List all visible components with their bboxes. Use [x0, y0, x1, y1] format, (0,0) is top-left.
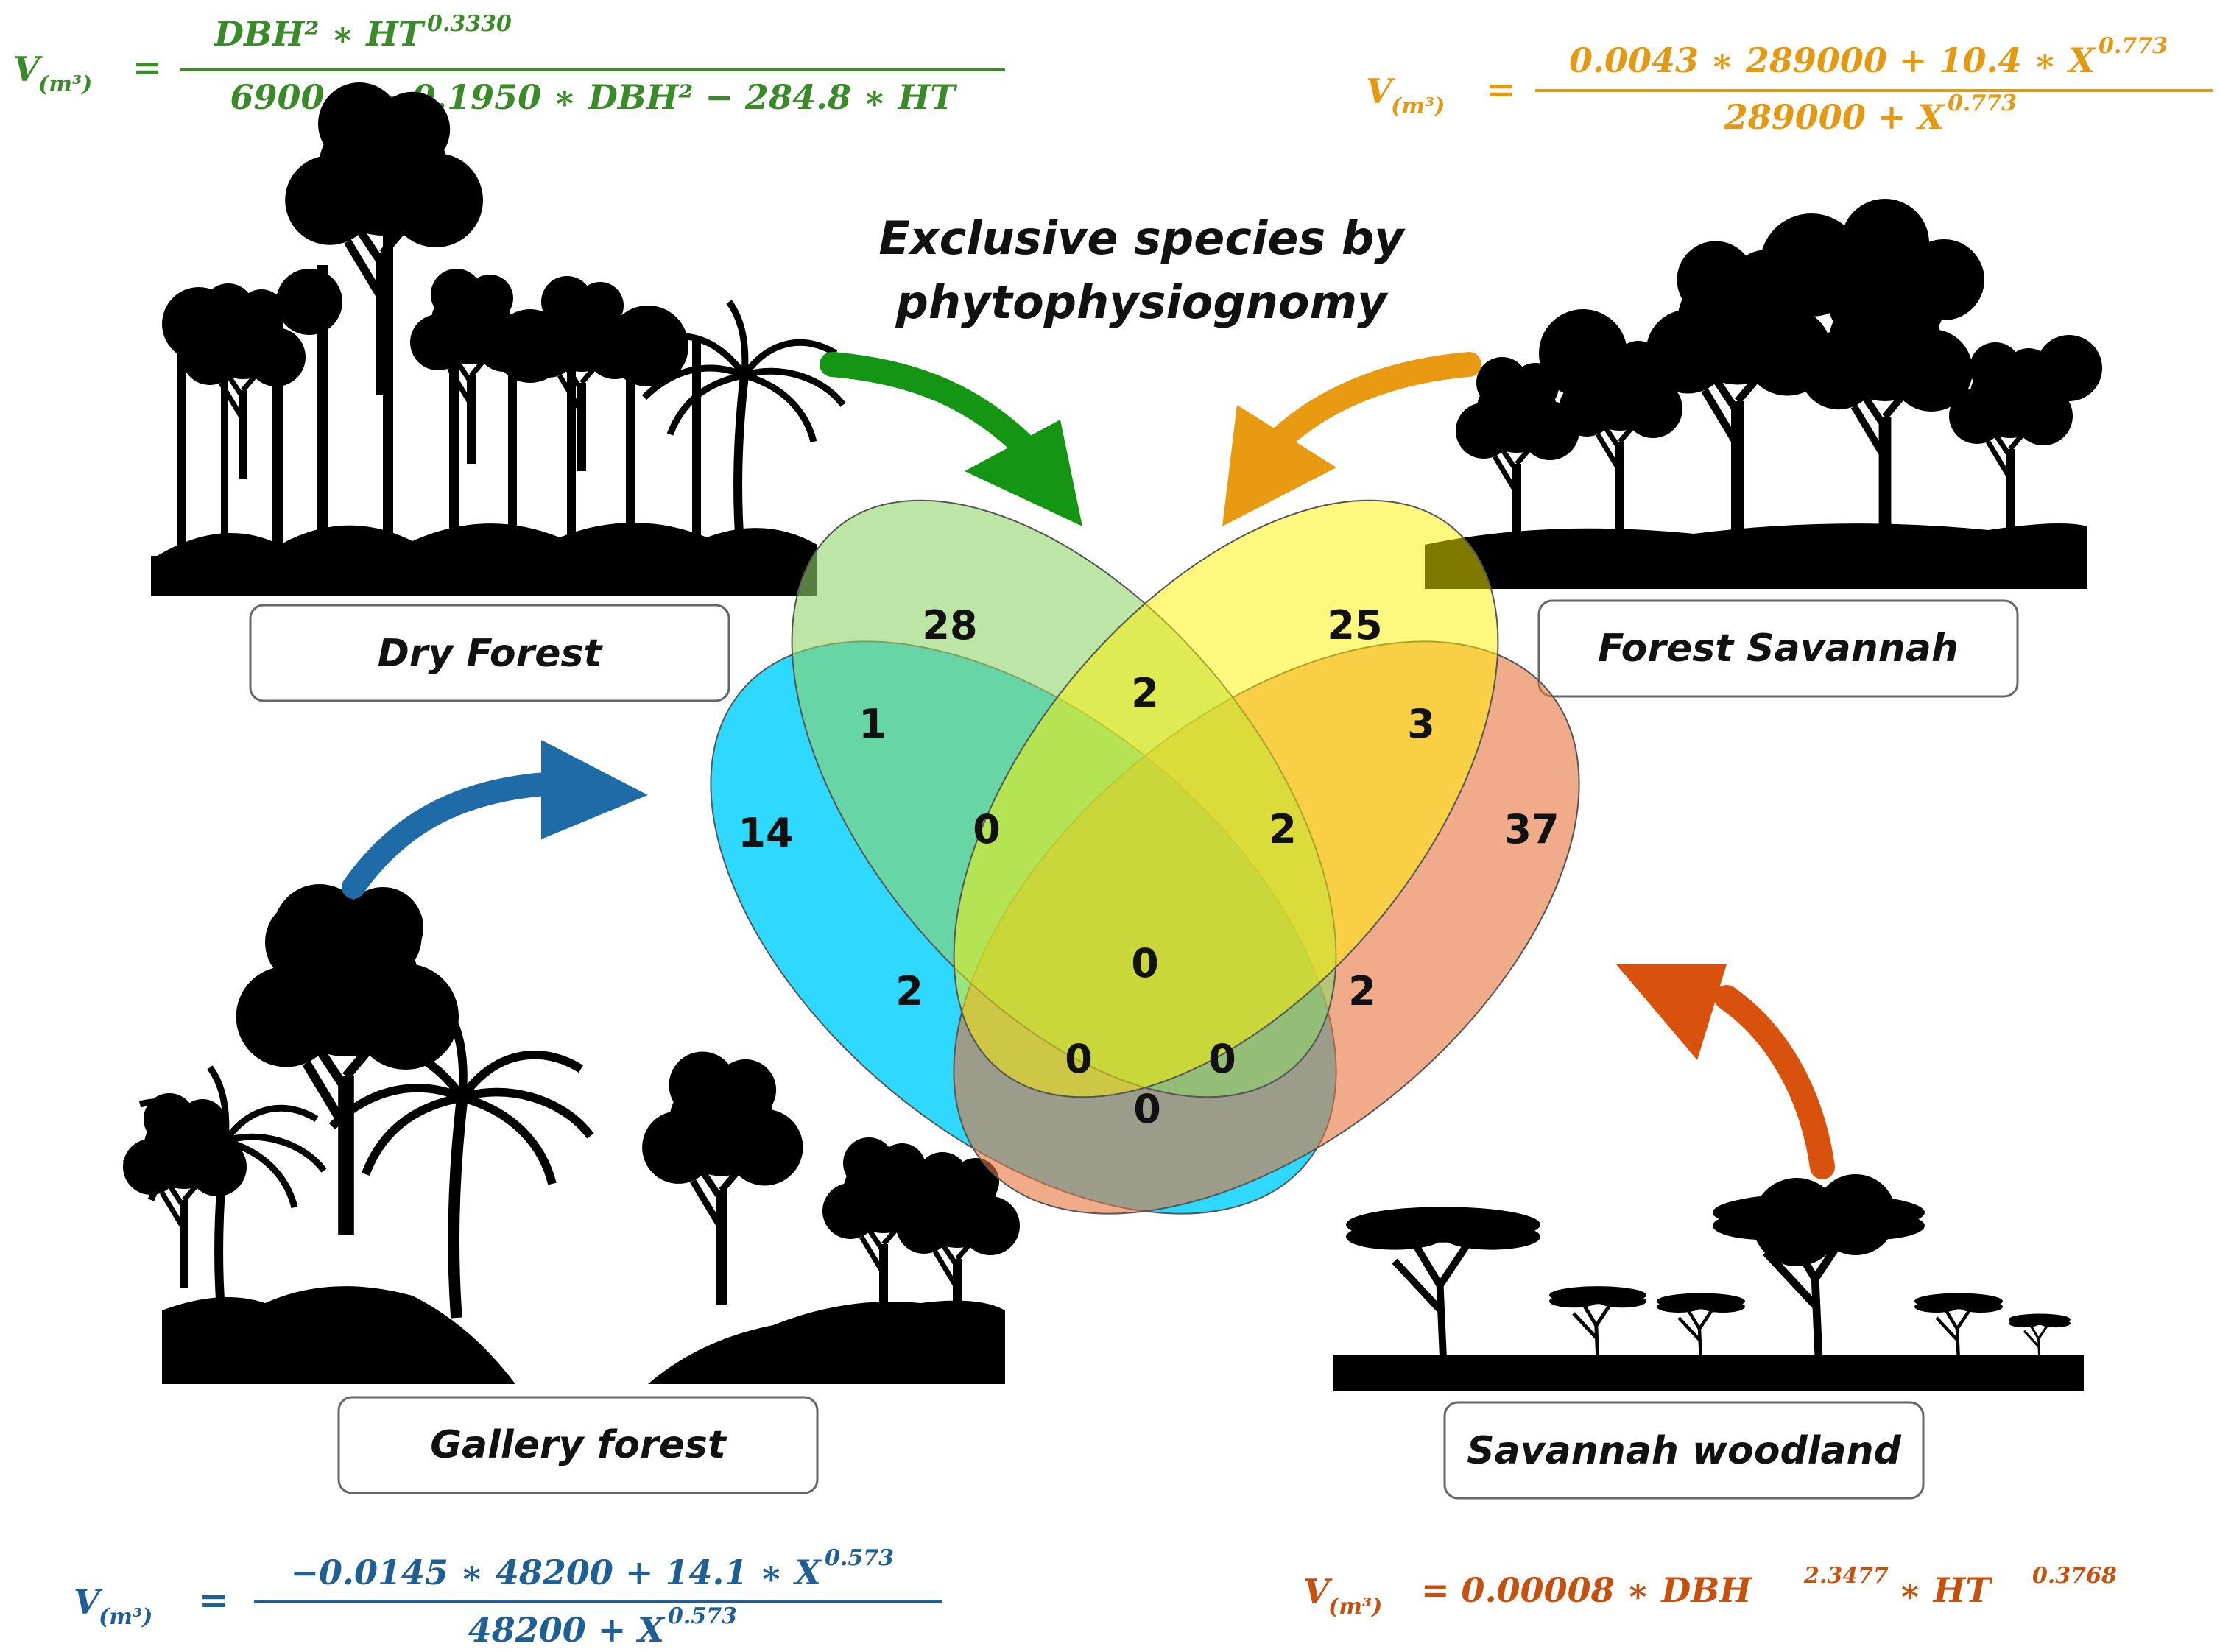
label-savannah-woodland: Savannah woodland [1443, 1401, 1925, 1500]
label-dry-forest: Dry Forest [249, 604, 730, 702]
palm-tree-silhouette-icon [123, 884, 1020, 1384]
eq-equals: = [133, 47, 162, 88]
label-text: Dry Forest [378, 632, 604, 676]
eq-rhs-a-sup: 2.3477 [1803, 1563, 1889, 1589]
title-line-2: phytophysiognomy [895, 275, 1389, 329]
label-text: Forest Savannah [1598, 626, 1959, 671]
arrow-forest-savannah [1222, 352, 1481, 526]
eq-numerator-sup: 0.773 [2099, 33, 2168, 59]
eq-lhs: V [1366, 71, 1395, 111]
eq-rhs-b: ∗ HT [1898, 1570, 1993, 1610]
venn-count-dry-forest-only: 28 [922, 602, 977, 649]
diagram-title: Exclusive species by phytophysiognomy [878, 211, 1406, 329]
eq-lhs: V [74, 1582, 103, 1622]
label-text: Gallery forest [430, 1423, 727, 1467]
venn-count-savannah-woodland-only: 37 [1504, 806, 1559, 853]
tree-silhouette-icon [151, 82, 843, 596]
fraction-bar [254, 1600, 942, 1603]
venn-count-gallery-dry-forest: 1 [859, 701, 887, 747]
tree-silhouette-icon [1425, 199, 2102, 589]
venn-count-dry-forest-savannah: 2 [1131, 670, 1159, 716]
venn-count-savannah-pair: 3 [1407, 701, 1435, 747]
eq-rhs-a: = 0.00008 ∗ DBH [1421, 1570, 1752, 1610]
label-gallery-forest: Gallery forest [337, 1396, 819, 1494]
venn-count-gallery-savannah-woodland: 0 [1065, 1036, 1093, 1082]
eq-denominator: 48200 + X [468, 1610, 666, 1650]
venn-count-gallery-dry-savannah: 0 [973, 806, 1001, 853]
fraction-bar [180, 68, 1005, 71]
venn-count-all-four: 0 [1131, 940, 1159, 986]
venn-count-gallery-dry-woodland: 0 [1208, 1036, 1236, 1082]
venn-count-gallery-forest-only: 14 [738, 810, 793, 856]
eq-lhs: V [1303, 1572, 1333, 1612]
arrow-dry-forest [820, 352, 1082, 526]
eq-denominator-sup: 0.573 [668, 1603, 737, 1629]
eq-lhs-sub: (m³) [1391, 93, 1445, 119]
label-text: Savannah woodland [1467, 1429, 1901, 1473]
venn-count-forest-savannah-only: 25 [1327, 602, 1382, 649]
venn-count-gallery-forest-savannah: 2 [895, 968, 923, 1014]
equation-gallery-forest: V (m³) = −0.0145 ∗ 48200 + 14.1 ∗ X 0.57… [74, 1545, 942, 1650]
equation-forest-savannah: V (m³) = 0.0043 ∗ 289000 + 10.4 ∗ X 0.77… [1366, 33, 2213, 137]
eq-numerator-sup: 0.573 [825, 1545, 894, 1571]
eq-numerator: −0.0145 ∗ 48200 + 14.1 ∗ X [290, 1553, 822, 1592]
arrow-savannah-woodland [1616, 964, 1835, 1179]
eq-lhs-sub: (m³) [99, 1604, 152, 1630]
venn-ellipse-forest-savannah [953, 499, 1499, 1098]
venn-diagram: 28 25 14 37 2 1 3 0 2 0 2 2 0 0 0 [710, 499, 1580, 1215]
equation-savannah-woodland: V (m³) = 0.00008 ∗ DBH 2.3477 ∗ HT 0.376… [1303, 1563, 2117, 1620]
venn-count-gallery-woodland: 0 [1133, 1086, 1161, 1132]
title-line-1: Exclusive species by [878, 211, 1406, 265]
fraction-bar [1535, 89, 2213, 92]
eq-denominator-sup: 0.773 [1948, 91, 2017, 116]
eq-numerator: DBH² ∗ HT [213, 14, 426, 54]
acacia-silhouette-icon [1333, 1174, 2084, 1391]
label-forest-savannah: Forest Savannah [1537, 599, 2019, 698]
venn-count-dry-forest-woodland: 2 [1348, 968, 1376, 1014]
eq-lhs-sub: (m³) [1328, 1594, 1382, 1620]
equation-dry-forest: V (m³) = DBH² ∗ HT 0.3330 6900.4 − 0.195… [13, 11, 1005, 117]
eq-rhs-b-sup: 0.3768 [2032, 1563, 2117, 1589]
eq-lhs-sub: (m³) [38, 71, 92, 97]
eq-numerator-sup: 0.3330 [427, 11, 512, 37]
eq-lhs: V [13, 49, 43, 89]
arrow-gallery-forest [342, 740, 648, 899]
venn-count-dry-savannah-woodland: 2 [1269, 806, 1297, 853]
eq-equals: = [1486, 69, 1515, 110]
eq-denominator: 289000 + X [1724, 97, 1946, 137]
eq-equals: = [199, 1580, 228, 1621]
eq-numerator: 0.0043 ∗ 289000 + 10.4 ∗ X [1569, 40, 2096, 80]
